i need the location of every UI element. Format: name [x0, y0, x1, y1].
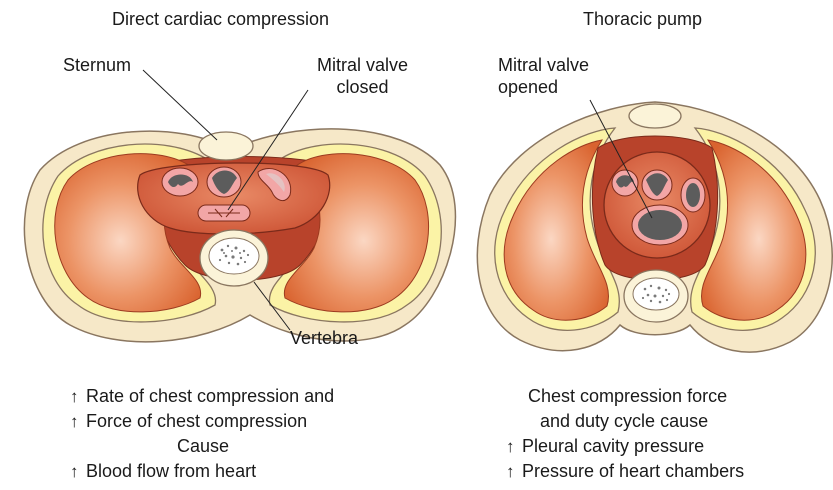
mitral-closed-line1: Mitral valve	[290, 54, 435, 76]
mitral-opened-label: Mitral valve opened	[498, 54, 589, 98]
right-chamber-3	[681, 178, 705, 212]
right-caption: Chest compression force and duty cycle c…	[506, 384, 744, 484]
right-caption-line3: ↑Pleural cavity pressure	[506, 434, 744, 459]
right-chamber-2	[642, 170, 672, 200]
up-arrow-icon: ↑	[70, 409, 80, 434]
right-vertebra	[624, 270, 688, 322]
left-caption: ↑Rate of chest compression and ↑Force of…	[70, 384, 334, 484]
left-panel-title: Direct cardiac compression	[112, 8, 329, 30]
left-caption-line4: ↑Blood flow from heart	[70, 459, 334, 484]
mitral-opened-line1: Mitral valve	[498, 54, 589, 76]
sternum-label: Sternum	[63, 54, 131, 76]
left-thorax	[24, 70, 455, 342]
left-caption-line1: ↑Rate of chest compression and	[70, 384, 334, 409]
right-caption-line4: ↑Pressure of heart chambers	[506, 459, 744, 484]
right-caption-line2: and duty cycle cause	[506, 409, 744, 434]
leader-sternum	[143, 70, 217, 140]
left-vertebra	[200, 230, 268, 286]
right-caption-line1: Chest compression force	[506, 384, 744, 409]
right-thorax	[477, 100, 832, 352]
vertebra-label: Vertebra	[290, 327, 358, 349]
left-caption-line3: Cause	[70, 434, 334, 459]
right-panel-title: Thoracic pump	[583, 8, 702, 30]
right-sternum	[629, 104, 681, 128]
up-arrow-icon: ↑	[70, 384, 80, 409]
up-arrow-icon: ↑	[506, 459, 516, 484]
left-chamber-2	[207, 167, 241, 197]
left-caption-line2: ↑Force of chest compression	[70, 409, 334, 434]
left-chamber-1	[162, 168, 198, 196]
up-arrow-icon: ↑	[506, 434, 516, 459]
left-sternum	[199, 132, 253, 160]
up-arrow-icon: ↑	[70, 459, 80, 484]
right-mitral-valve-opened	[632, 205, 688, 245]
mitral-closed-line2: closed	[290, 76, 435, 98]
mitral-opened-line2: opened	[498, 76, 589, 98]
left-mitral-valve-closed	[198, 205, 250, 221]
mitral-closed-label: Mitral valve closed	[290, 54, 435, 98]
